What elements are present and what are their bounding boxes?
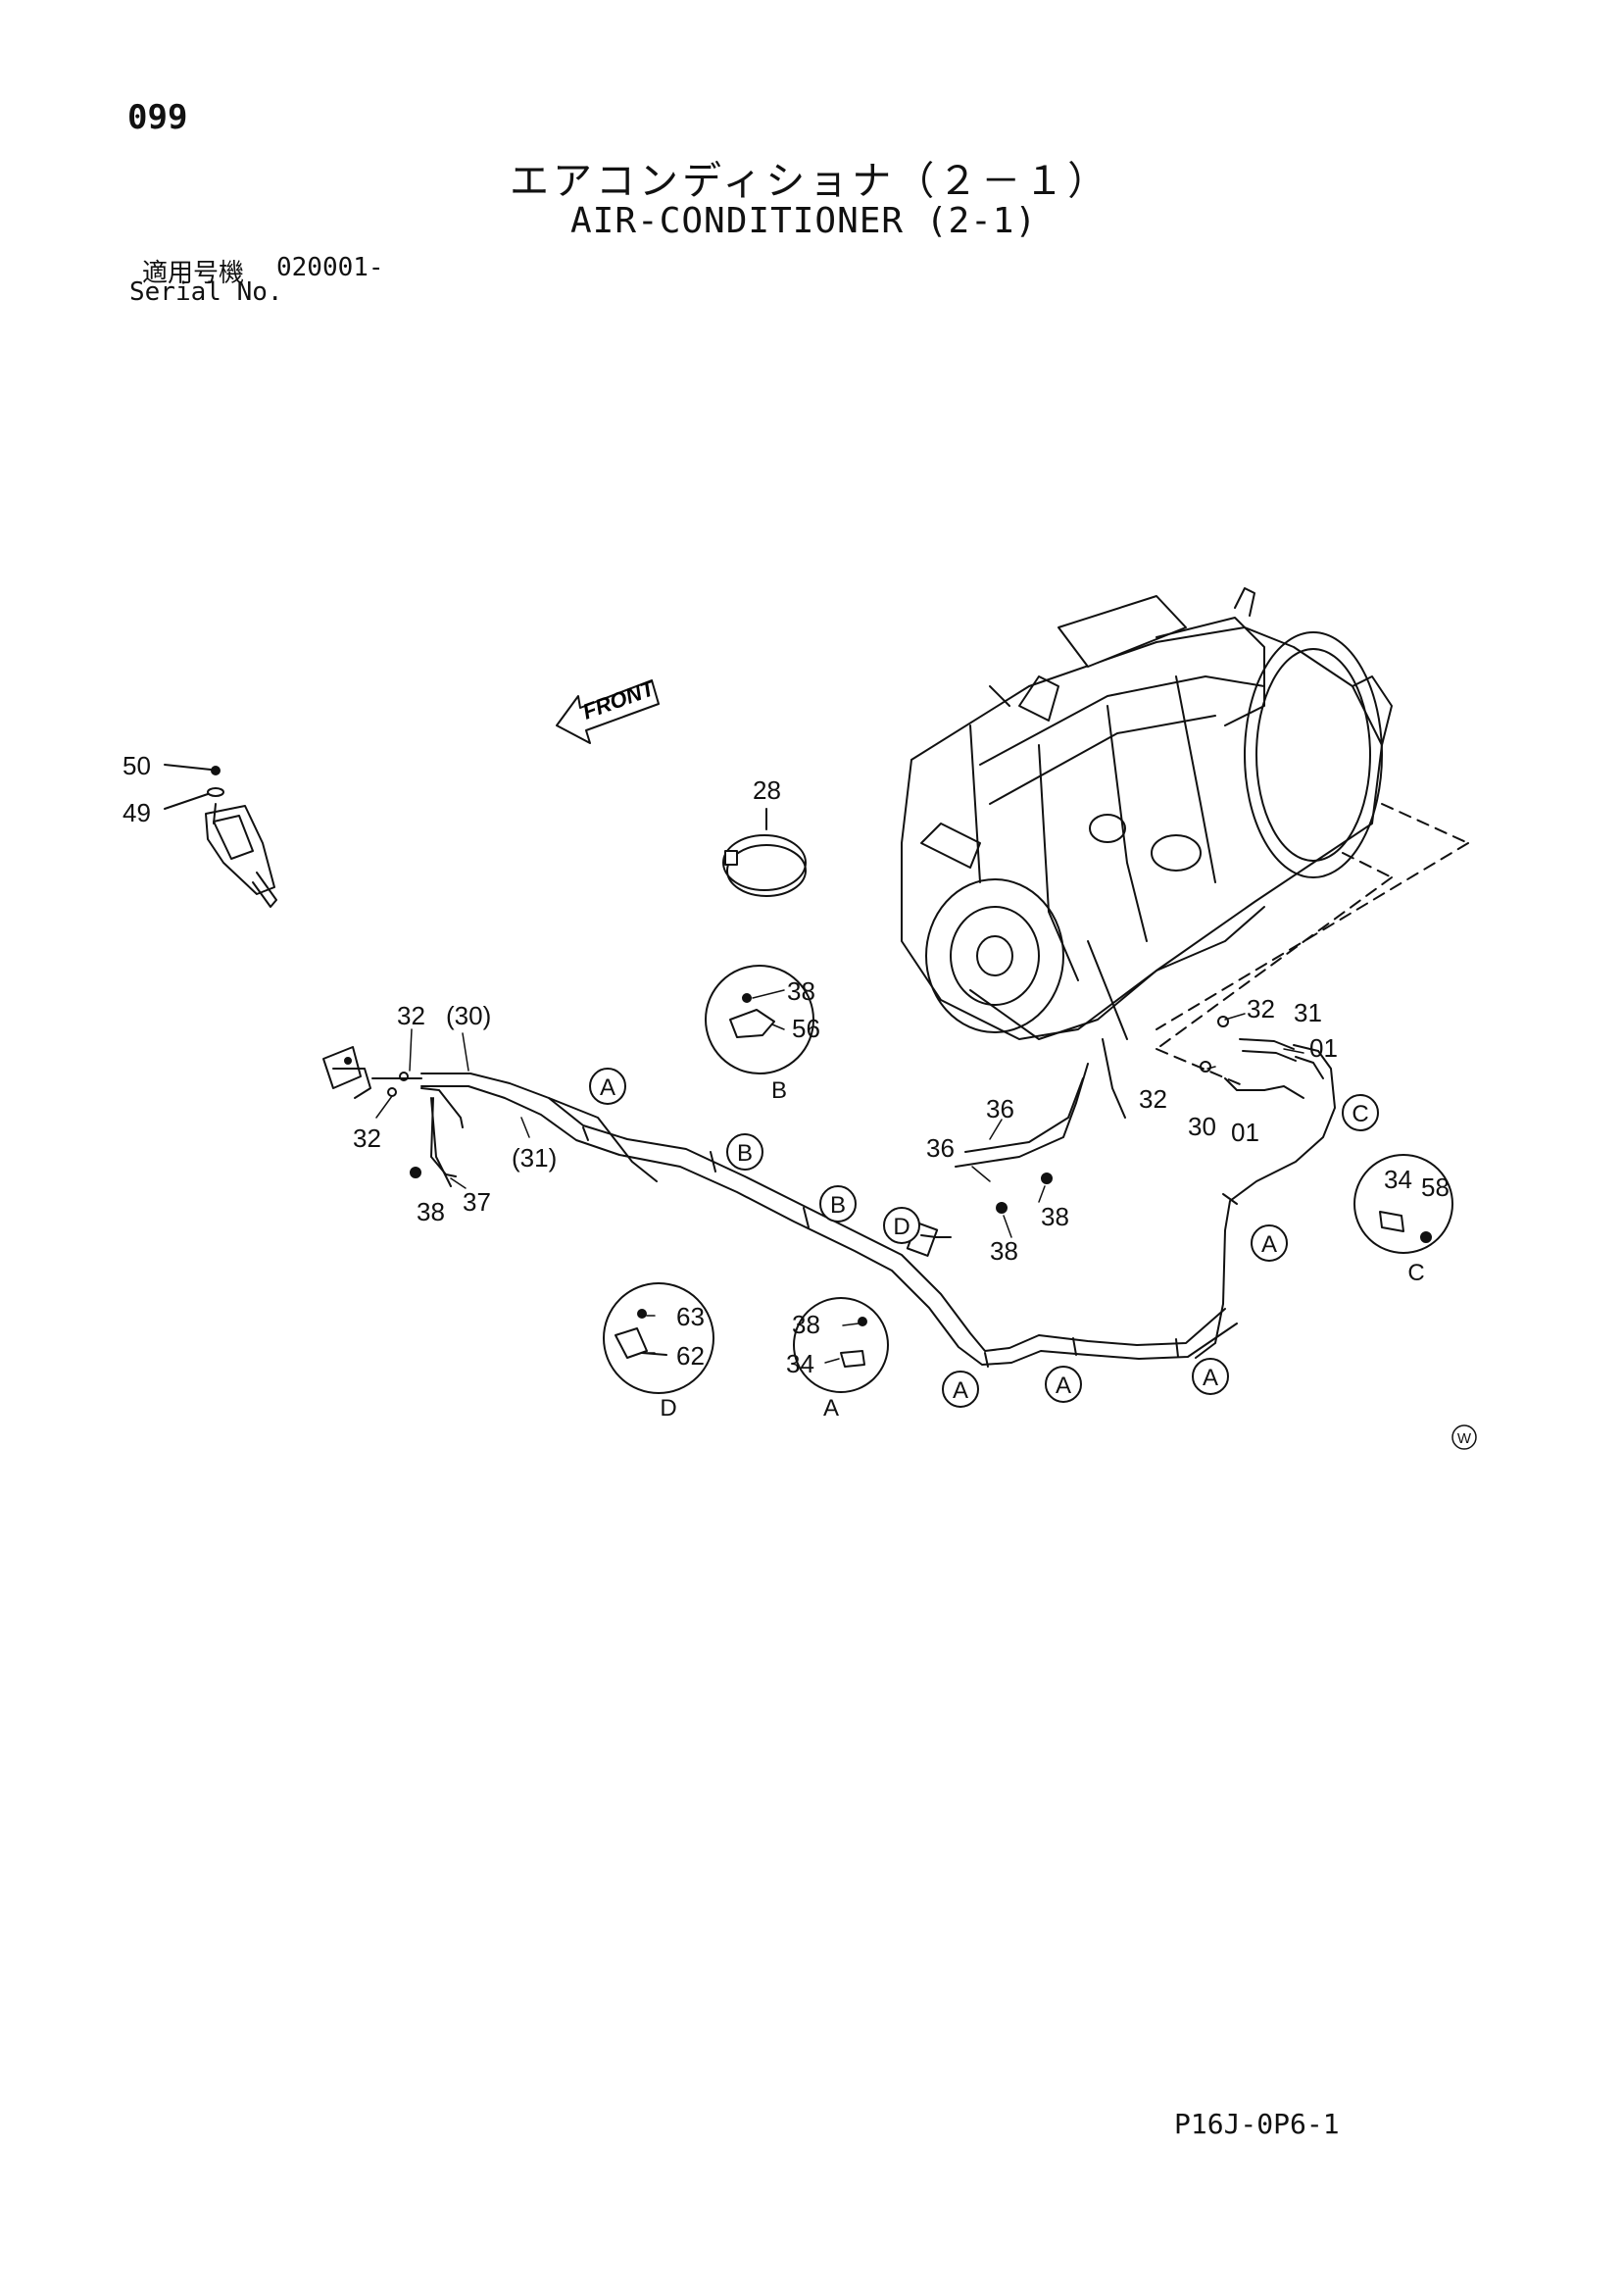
detail-b-circle [705,965,814,1074]
callout-32: 32 [1247,994,1275,1023]
svg-text:A: A [600,1074,615,1101]
callout-56: 56 [792,1014,820,1043]
callout-58: 58 [1421,1173,1450,1202]
callout-30: 30 [1188,1112,1216,1141]
marker-b: B [726,1133,763,1171]
detail-labels: B C D A [660,1077,1424,1422]
part-callouts: 50 49 28 32 (30) 32 (31) 38 37 38 56 36 … [123,751,1450,1378]
bracket-part-icon [164,764,277,908]
drawing-code: P16J-0P6-1 [1174,2108,1340,2140]
serial-label-japanese: 適用号機 [142,259,245,288]
callout-32: 32 [1139,1084,1167,1114]
leader-lines [375,989,1304,1364]
svg-text:A: A [1261,1231,1277,1258]
air-conditioner-hose [420,1063,1238,1368]
detail-c-circle [1353,1154,1453,1254]
callout-38: 38 [417,1197,445,1226]
page-number: 099 [127,98,188,137]
callout-31-ref: (31) [512,1143,557,1173]
watermark-symbol-icon: W [1451,1424,1477,1450]
hose-end-bracket-icon [322,1046,457,1178]
callout-63: 63 [676,1302,705,1331]
bolt-icons [996,1173,1053,1214]
callout-34: 34 [786,1349,814,1378]
callout-31: 31 [1294,998,1322,1027]
band-clamp-icon [722,808,807,897]
callout-30-ref: (30) [446,1001,491,1030]
engine-assembly-icon [901,587,1393,1119]
page-title: AIR-CONDITIONER (2-1) [570,201,1038,241]
reference-markers: A B B D C A A A A [589,1068,1379,1408]
callout-36: 36 [986,1094,1014,1123]
marker-a: A [589,1068,626,1105]
svg-text:A: A [953,1377,968,1404]
detail-label-a: A [823,1395,839,1422]
marker-d: D [883,1207,920,1244]
svg-text:B: B [737,1140,753,1167]
detail-label-d: D [660,1395,676,1422]
callout-01: 01 [1231,1118,1259,1147]
svg-text:A: A [1203,1365,1218,1391]
marker-a: A [1045,1366,1082,1403]
callout-49: 49 [123,798,151,827]
callout-01: 01 [1309,1033,1338,1063]
detail-label-b: B [771,1077,787,1104]
page-title-japanese: エアコンディショナ（２－１） [510,159,1111,204]
callout-36: 36 [926,1133,955,1163]
front-arrow-icon [556,679,660,744]
callout-62: 62 [676,1341,705,1371]
callout-34: 34 [1384,1165,1412,1194]
callout-38: 38 [787,976,815,1006]
marker-a: A [1192,1358,1229,1395]
svg-text:B: B [830,1192,846,1219]
marker-a: A [1251,1224,1288,1262]
marker-c: C [1342,1094,1379,1131]
detail-label-c: C [1407,1260,1424,1286]
callout-38: 38 [990,1236,1018,1266]
serial-label: Serial No. [129,277,283,307]
svg-text:D: D [893,1214,910,1240]
callout-28: 28 [753,775,781,805]
hose-fittings-icon [1195,1016,1336,1359]
detail-a-circle [793,1297,889,1393]
callout-32: 32 [397,1001,425,1030]
callout-50: 50 [123,751,151,780]
svg-text:W: W [1457,1430,1472,1447]
svg-text:A: A [1056,1373,1071,1399]
callout-38: 38 [792,1310,820,1339]
callout-38: 38 [1041,1202,1069,1231]
marker-a: A [942,1371,979,1408]
reference-dashed-lines [1156,803,1469,1087]
serial-number-value: 020001- [276,253,384,282]
callout-37: 37 [463,1187,491,1217]
detail-d-circle [603,1282,714,1394]
svg-text:C: C [1352,1101,1368,1127]
marker-b: B [819,1185,857,1223]
callout-32: 32 [353,1123,381,1153]
